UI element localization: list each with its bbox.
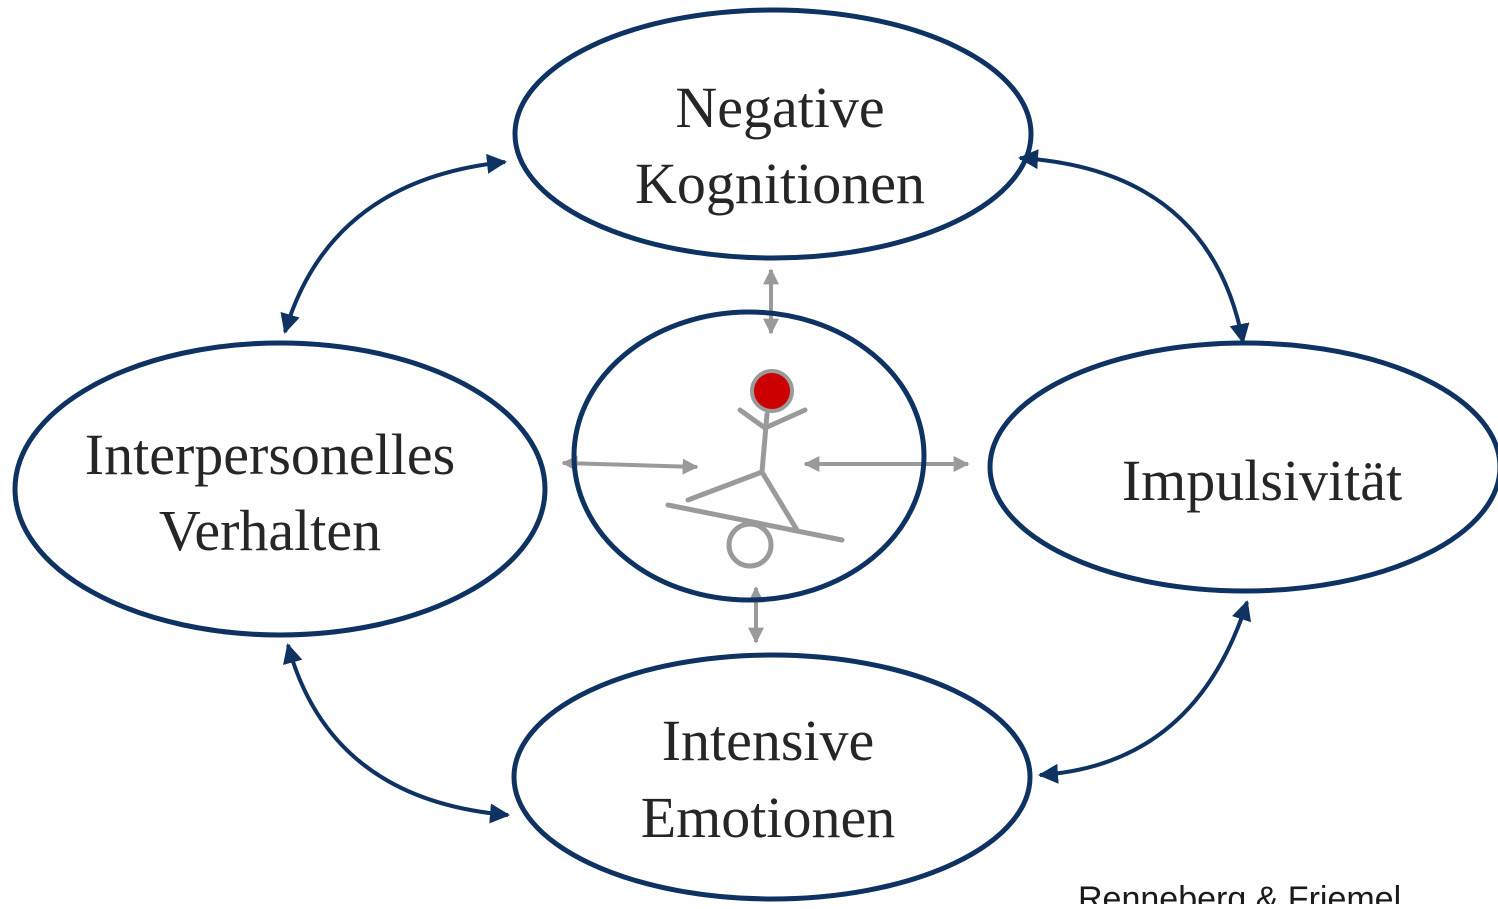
node-center bbox=[571, 309, 927, 603]
label-negative: Negative bbox=[675, 75, 884, 140]
node-impulsivitaet bbox=[987, 340, 1498, 594]
balance-ball bbox=[726, 521, 774, 569]
arrow-top-to-right bbox=[1018, 149, 1250, 344]
label-kognitionen: Kognitionen bbox=[635, 151, 925, 216]
label-impulsivitaet: Impulsivität bbox=[1122, 448, 1402, 513]
node-negative-kognitionen bbox=[512, 7, 1034, 261]
figure-head bbox=[750, 369, 794, 413]
label-interpersonelles: Interpersonelles bbox=[85, 422, 455, 487]
label-intensive: Intensive bbox=[662, 708, 875, 773]
node-interpersonelles-verhalten bbox=[12, 340, 548, 638]
source-credit: Renneberg & Friemel, bbox=[1078, 880, 1411, 904]
arrow-right-to-bottom bbox=[1038, 600, 1252, 784]
node-intensive-emotionen bbox=[511, 652, 1033, 902]
balancing-stick-figure-icon bbox=[665, 369, 845, 569]
label-verhalten: Verhalten bbox=[159, 498, 381, 563]
label-emotionen: Emotionen bbox=[641, 785, 896, 850]
arrow-left-to-top bbox=[280, 153, 507, 334]
arrow-bottom-to-left bbox=[283, 643, 510, 824]
arrow-center-left bbox=[561, 455, 699, 475]
